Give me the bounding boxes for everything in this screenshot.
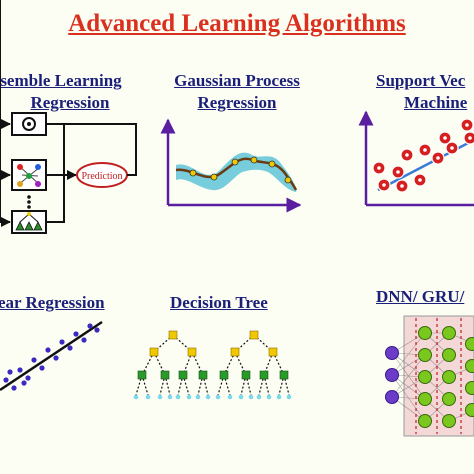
model-box-2 — [11, 159, 47, 191]
svm-label-line2: Machine — [404, 93, 468, 112]
gaussian-label: Gaussian Process Regression — [162, 70, 312, 114]
ensemble-label-line2: Regression — [30, 93, 110, 112]
dnn-diagram — [385, 315, 474, 437]
gaussian-label-line2: Regression — [197, 93, 277, 112]
tree-label: Decision Tree — [170, 292, 268, 314]
prediction-text: Prediction — [81, 171, 122, 182]
linear-label-line1: ear Regression — [0, 293, 105, 312]
model-box-1 — [11, 112, 47, 136]
model-box-3 — [11, 210, 47, 234]
linear-label: ear Regression — [0, 292, 105, 314]
svm-diagram — [358, 110, 474, 207]
tree-label-line1: Decision Tree — [170, 293, 268, 312]
svm-label-line1: Support Vec — [376, 71, 466, 90]
ensemble-diagram: Prediction — [0, 0, 137, 234]
gaussian-diagram — [160, 118, 302, 213]
gaussian-label-line1: Gaussian Process — [174, 71, 300, 90]
svm-label: Support Vec Machine — [376, 70, 467, 114]
model-dots — [27, 195, 31, 209]
main-title: Advanced Learning Algorithms — [68, 10, 406, 37]
decision-trees — [133, 330, 292, 400]
linear-diagram — [0, 320, 103, 392]
ensemble-label: semble Learning Regression — [0, 70, 136, 114]
prediction-box: Prediction — [76, 162, 128, 188]
dnn-label-line1: DNN/ GRU/ — [376, 287, 465, 306]
dnn-label: DNN/ GRU/ — [376, 286, 464, 308]
ensemble-label-line1: semble Learning — [0, 71, 122, 90]
